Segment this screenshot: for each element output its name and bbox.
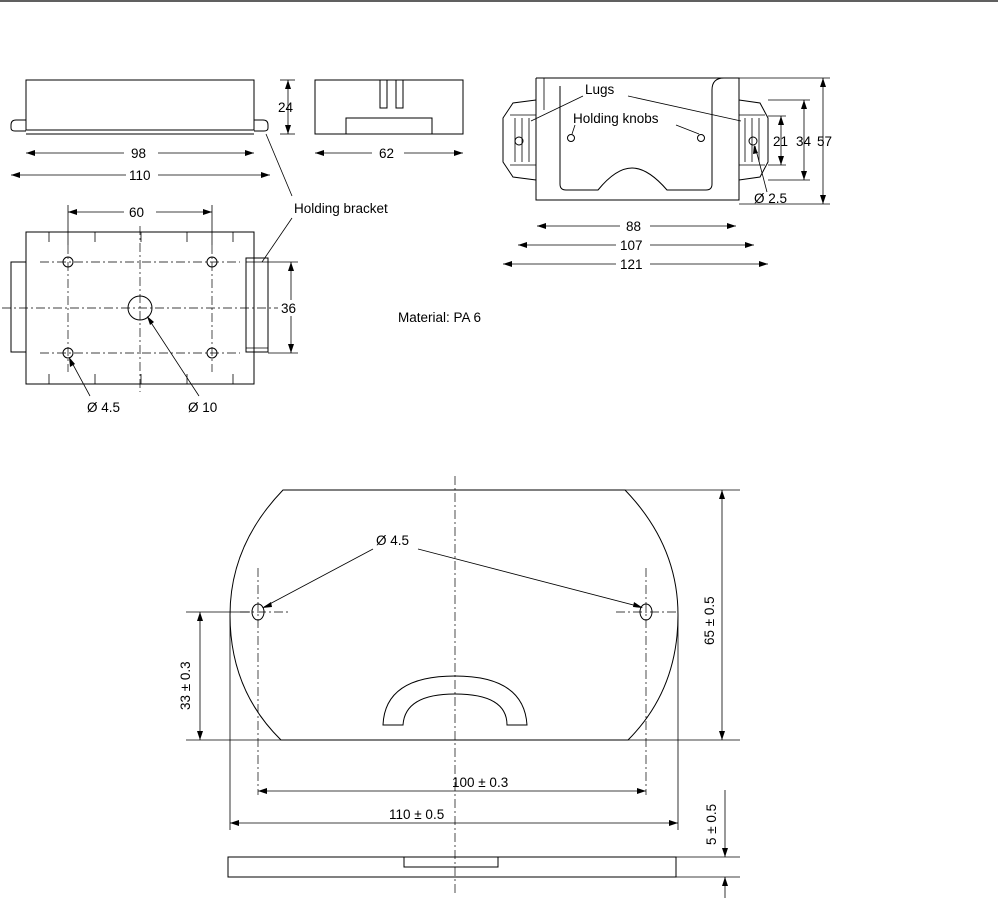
dim-21-label: 21 [773,134,788,149]
dia-2-5-label: Ø 2.5 [754,191,787,206]
dim-5: 5 ± 0.5 [676,790,740,898]
dim-33-label: 33 ± 0.3 [178,661,193,710]
dim-65-label: 65 ± 0.5 [702,596,717,645]
front-view [11,80,268,134]
dim-5-label: 5 ± 0.5 [704,804,719,845]
dia-4-5-label: Ø 4.5 [87,400,120,415]
dim-24-label: 24 [278,100,294,115]
dim-57-label: 57 [817,134,832,149]
dim-62: 62 [315,145,463,161]
holding-knobs-label: Holding knobs [573,111,659,126]
dim-24: 24 [278,80,295,134]
dim-110-plate-label: 110 ± 0.5 [389,807,444,822]
dim-110: 110 [11,167,270,183]
dim-36-label: 36 [281,301,296,316]
dim-21: 21 [768,116,788,165]
dim-100-label: 100 ± 0.3 [452,775,508,790]
dim-33: 33 ± 0.3 [178,612,281,740]
dim-34-label: 34 [796,134,812,149]
dia-2-5-callout: Ø 2.5 [753,145,787,206]
dia-4-5-plate-label: Ø 4.5 [376,533,409,548]
dim-60-label: 60 [129,205,144,220]
dim-65: 65 ± 0.5 [625,490,740,740]
dia-4-5-plate-callout: Ø 4.5 [262,533,643,608]
dim-110-label: 110 [129,168,151,183]
dim-100: 100 ± 0.3 [258,775,646,794]
holding-knobs-callout: Holding knobs [572,111,699,134]
dim-110-plate: 110 ± 0.5 [230,615,678,830]
plan-view [2,226,278,392]
dim-88: 88 [537,218,736,234]
dim-88-label: 88 [626,219,641,234]
dim-121-label: 121 [620,257,643,272]
dia-4-5-callout: Ø 4.5 [69,357,120,415]
dim-62-label: 62 [379,146,394,161]
holding-bracket-label: Holding bracket [294,201,388,216]
dim-98: 98 [26,145,254,161]
dim-36: 36 [268,262,303,353]
plate-edge-view [228,857,676,877]
side-view [315,80,463,134]
lugs-label: Lugs [585,82,615,97]
top-view [503,78,768,200]
dim-98-label: 98 [131,146,146,161]
dim-107-label: 107 [620,238,643,253]
material-note: Material: PA 6 [398,310,481,325]
dia-10-callout: Ø 10 [147,316,217,415]
dim-107: 107 [518,237,754,253]
dim-121: 121 [503,256,768,272]
plate-view [230,476,678,895]
dia-10-label: Ø 10 [188,400,217,415]
